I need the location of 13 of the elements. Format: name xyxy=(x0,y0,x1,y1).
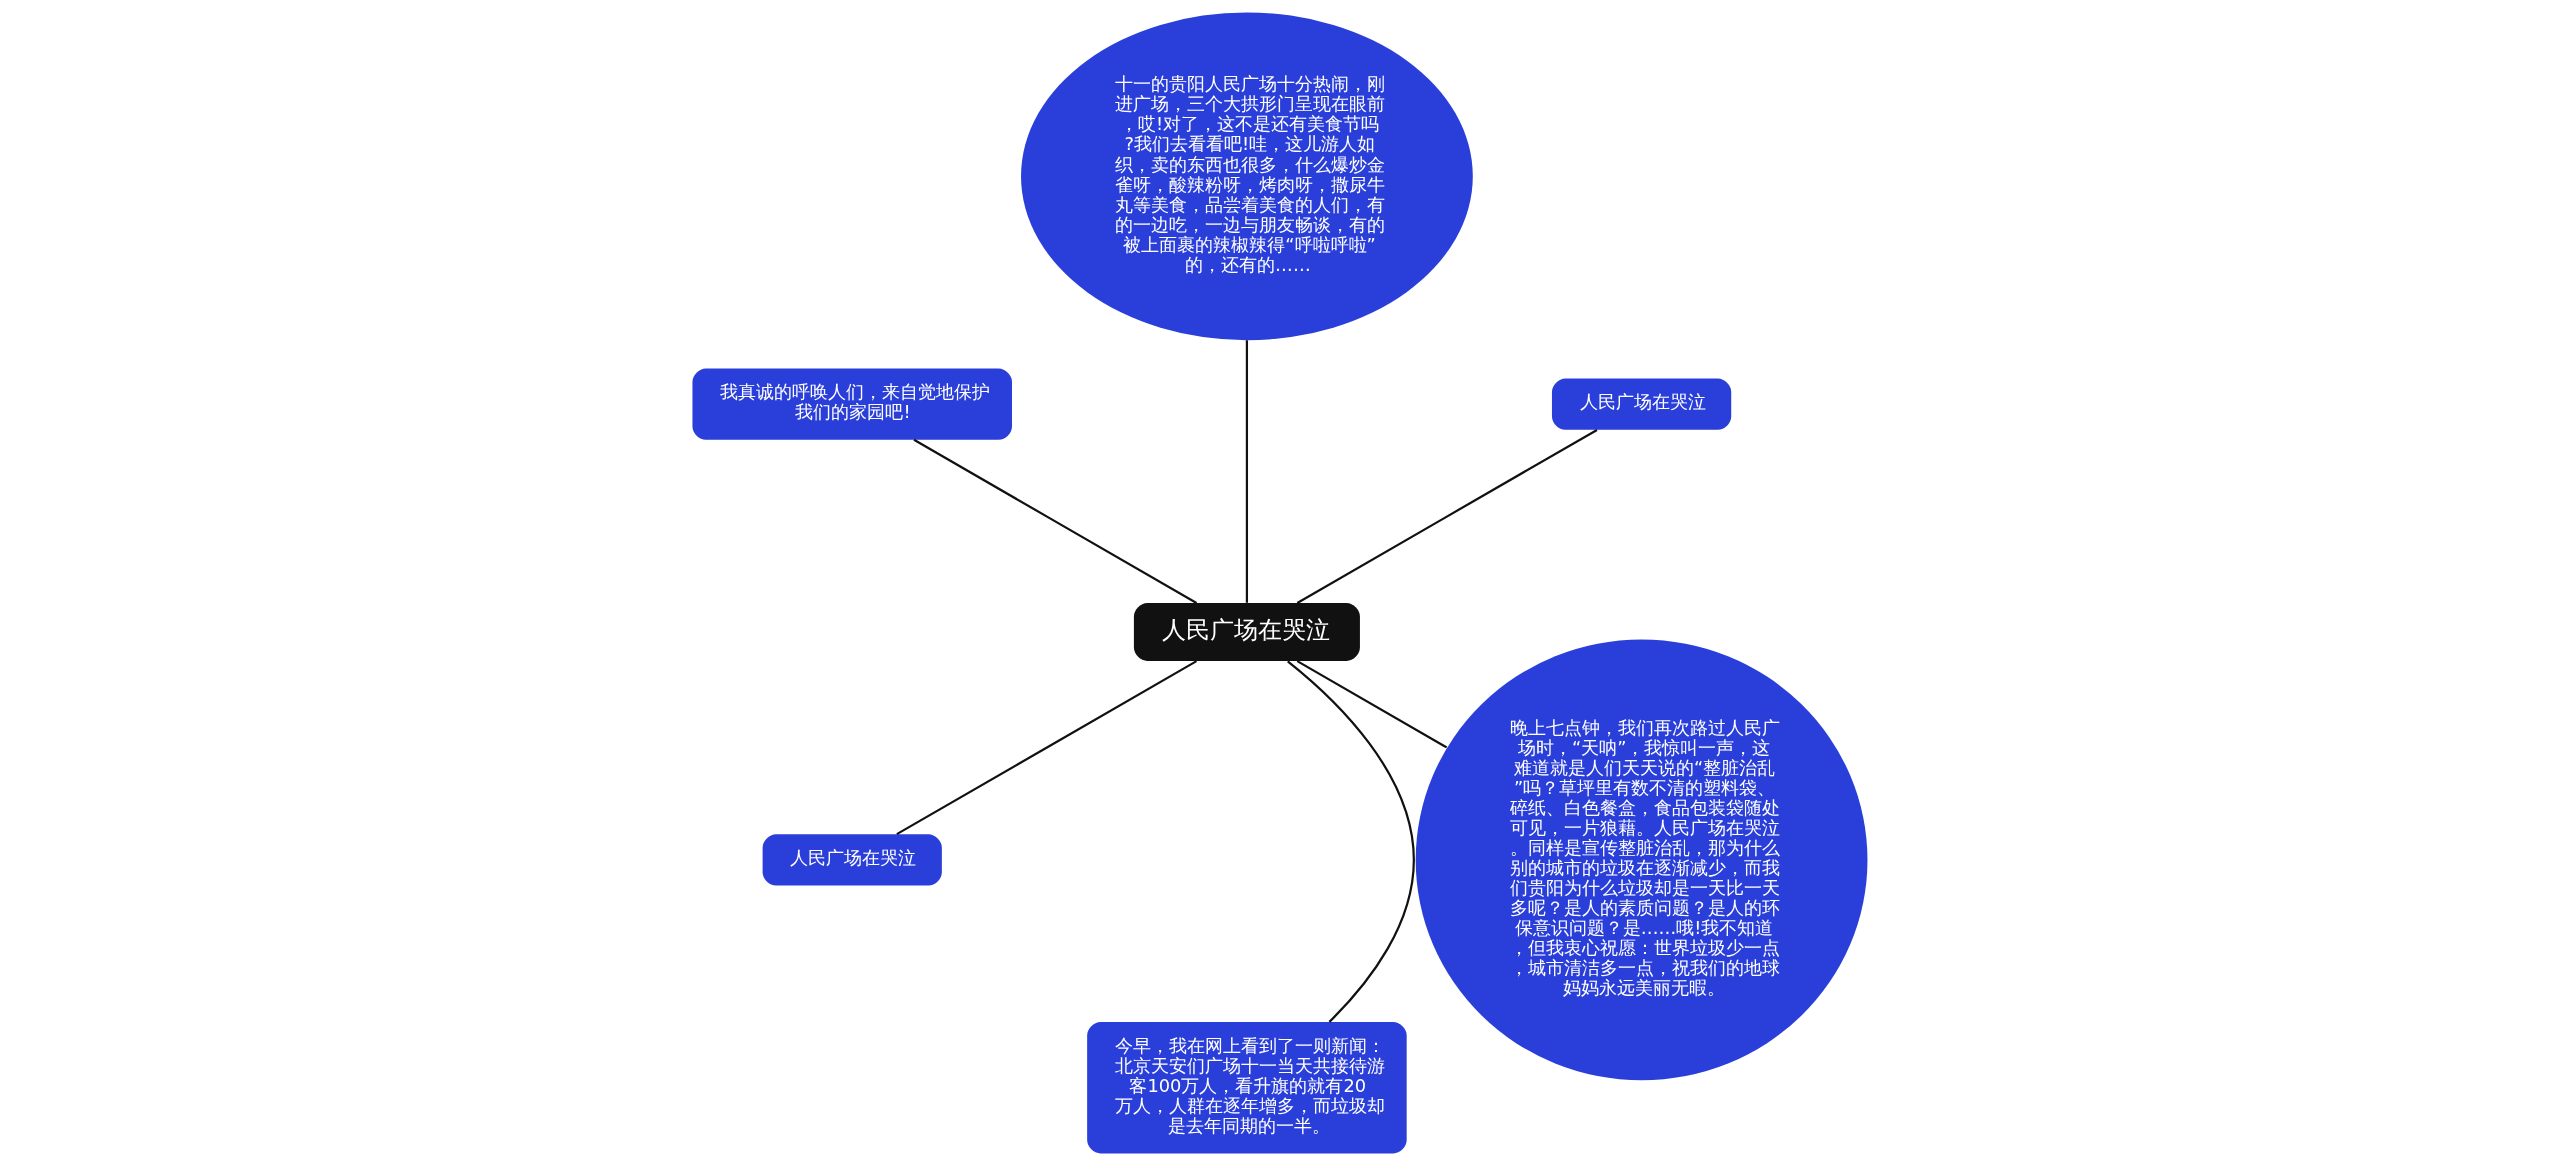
node-box: 人民广场在哭泣 xyxy=(1133,603,1360,661)
node-box: 我真诚的呼唤人们，来自觉地保护我们的家园吧! xyxy=(692,368,1012,440)
node-box: 今早，我在网上看到了一则新闻：北京天安们广场十一当天共接待游客100万人，看升旗的就有20万人，人群在逐年增多，而垃圾却是去年同期的一半。 xyxy=(1087,1022,1407,1154)
node-box: 人民广场在哭泣 xyxy=(762,834,942,886)
node-box: 人民广场在哭泣 xyxy=(1551,378,1732,430)
connector xyxy=(913,438,1198,604)
connector xyxy=(1296,660,1448,749)
node-ellipse: 十一的贵阳人民广场十分热闹，刚进广场，三个大拱形门呈现在眼前，哎!对了，这不是还有美食节吗?我们去看看吧!哇，这儿游人如织，卖的东西也很多，什么爆炒金雀呀，酸辣粉呀，烤肉呀，撒尿牛丸等美食，品尝着美食的人们，有的一边吃，一边与朋友畅谈，有的被上面裹的辣椒辣得“呼啦呼啦”的，还有的…… xyxy=(1021,12,1473,341)
connector xyxy=(896,660,1198,836)
connector xyxy=(1245,340,1249,603)
node-circle: 晚上七点钟，我们再次路过人民广场时，“天呐”，我惊叫一声，这难道就是人们天天说的“整脏治乱”吗？草坪里有数不清的塑料袋、碎纸、白色餐盒，食品包装袋随处可见，一片狼藉。人民广场在哭泣。同样是宣传整脏治乱，那为什么别的城市的垃圾在逐渐减少，而我们贵阳为什么垃圾却是一天比一天多呢？是人的素质问题？是人的环保意识问题？是……哦!我不知道，但我衷心祝愿：世界垃圾少一点，城市清洁多一点，祝我们的地球妈妈永远美丽无暇。 xyxy=(1415,639,1868,1081)
connector xyxy=(1287,660,1415,1023)
connector xyxy=(1296,428,1598,604)
